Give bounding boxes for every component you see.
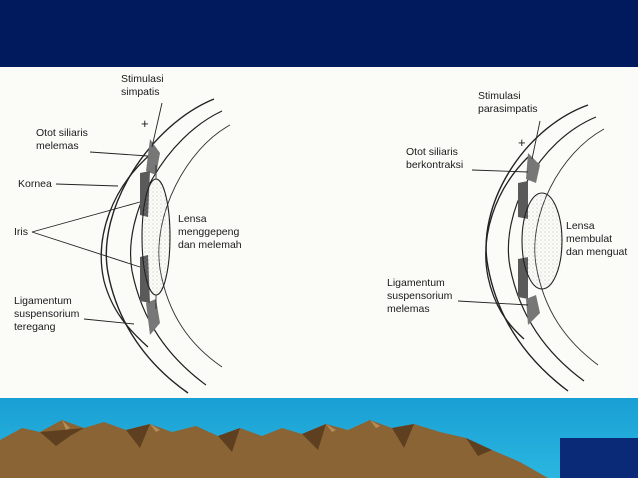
left-lens xyxy=(141,178,171,296)
right-lens xyxy=(521,192,563,290)
left-ciliary-upper xyxy=(146,139,160,175)
right-ligament-pointer xyxy=(457,300,529,306)
right-ciliary-upper xyxy=(526,153,540,183)
left-cornea-label: Kornea xyxy=(18,178,52,190)
left-ligament-pointer xyxy=(83,318,135,325)
right-iris-upper xyxy=(518,181,528,219)
left-ciliary-lower xyxy=(146,299,160,335)
right-ciliary-pointer xyxy=(471,169,529,173)
left-iris-pointer-lower xyxy=(31,231,141,268)
mountain-shading xyxy=(40,424,492,456)
mountain-footer xyxy=(0,398,638,478)
dark-corner xyxy=(560,438,638,478)
left-sclera-outer xyxy=(105,98,215,394)
right-ciliary-lower xyxy=(526,295,540,325)
left-stimulus-plus: + xyxy=(141,116,149,131)
mountain-illustration xyxy=(0,398,638,478)
left-sclera-inner xyxy=(130,110,223,386)
left-cornea-pointer xyxy=(55,183,119,187)
right-stimulus-plus: + xyxy=(518,135,526,150)
left-iris-pointer-upper xyxy=(31,201,141,233)
right-stimulus-pointer xyxy=(531,120,541,160)
left-stimulus-pointer xyxy=(151,102,163,148)
right-sclera-inner xyxy=(507,116,597,382)
right-cornea xyxy=(485,156,529,340)
left-iris-label: Iris xyxy=(14,226,28,238)
left-cornea xyxy=(100,152,153,348)
slide-header-band xyxy=(0,0,638,67)
left-ciliary-pointer xyxy=(89,151,149,157)
